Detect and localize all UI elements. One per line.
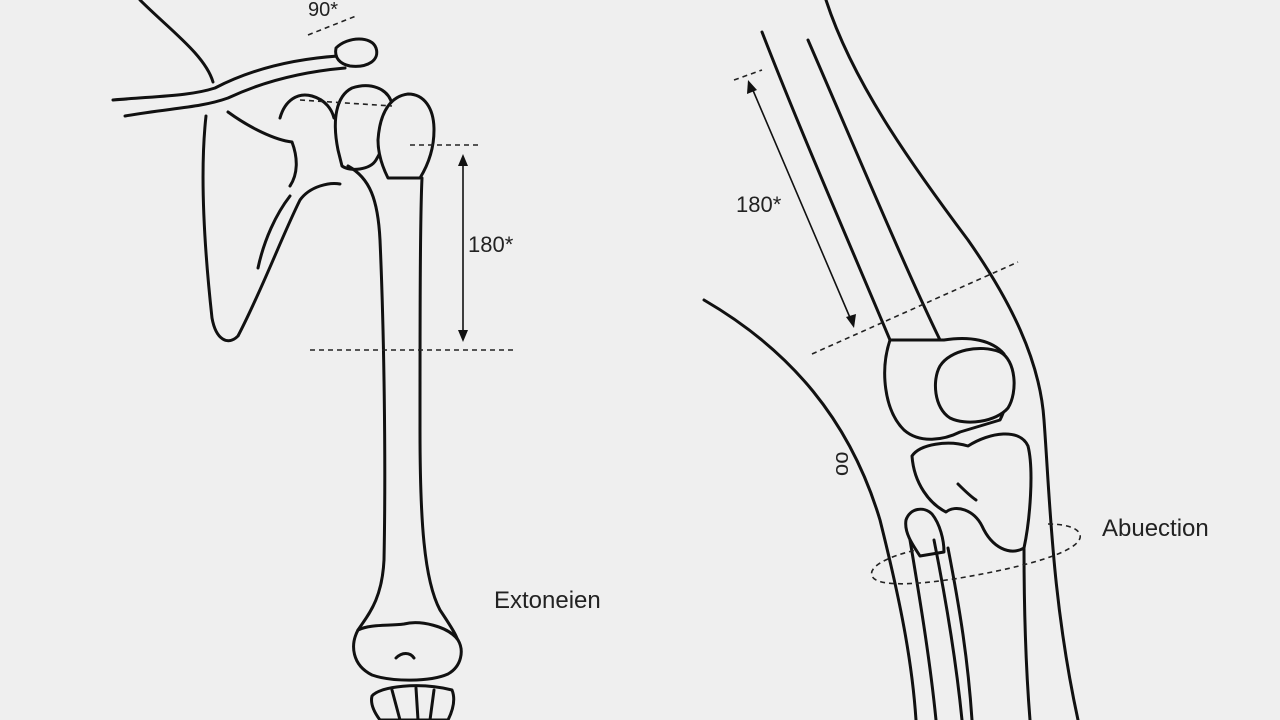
humerus-condyle xyxy=(394,652,416,660)
knee-movement-label: Abuection xyxy=(1102,515,1209,542)
shoulder-figure: 90* 180* Extoneien xyxy=(111,0,601,720)
tibia-head xyxy=(910,432,1033,553)
knee-range-angle-label: 180* xyxy=(736,192,782,217)
knee-joint-guide xyxy=(811,261,1019,355)
shoulder-head-guide xyxy=(299,99,393,107)
humerus-distal xyxy=(352,621,463,682)
forearm-top xyxy=(370,684,456,720)
leg-inner-contour xyxy=(702,298,918,720)
shoulder-arrow-head-top xyxy=(458,154,468,166)
knee-arrow-head-bottom xyxy=(846,314,856,328)
lower-leg-bones xyxy=(908,538,1032,720)
shoulder-arrow-head-bottom xyxy=(458,330,468,342)
humerus-shaft-right xyxy=(418,176,462,652)
humerus-shaft xyxy=(346,164,387,632)
humerus-tubercle xyxy=(376,92,436,180)
scapula xyxy=(201,110,342,342)
shoulder-top-angle-label: 90* xyxy=(308,0,338,21)
tibia-notch xyxy=(956,482,978,502)
knee-figure: 180* oo Abuection xyxy=(702,0,1209,720)
acromion-tip xyxy=(334,37,379,68)
knee-side-mark: oo xyxy=(828,452,853,476)
knee-range-arrow xyxy=(751,87,852,321)
coracoid xyxy=(278,93,336,120)
forearm-divider xyxy=(390,686,436,720)
leg-outer-contour xyxy=(824,0,1080,720)
knee-top-guide xyxy=(733,69,763,81)
knee-arrow-head-top xyxy=(747,80,757,94)
knee-rotation-ellipse xyxy=(870,523,1081,585)
clavicle xyxy=(111,0,347,118)
shoulder-range-angle-label: 180* xyxy=(468,232,514,257)
patella xyxy=(933,347,1016,424)
femur-shaft xyxy=(760,30,942,342)
shoulder-movement-label: Extoneien xyxy=(494,587,601,614)
